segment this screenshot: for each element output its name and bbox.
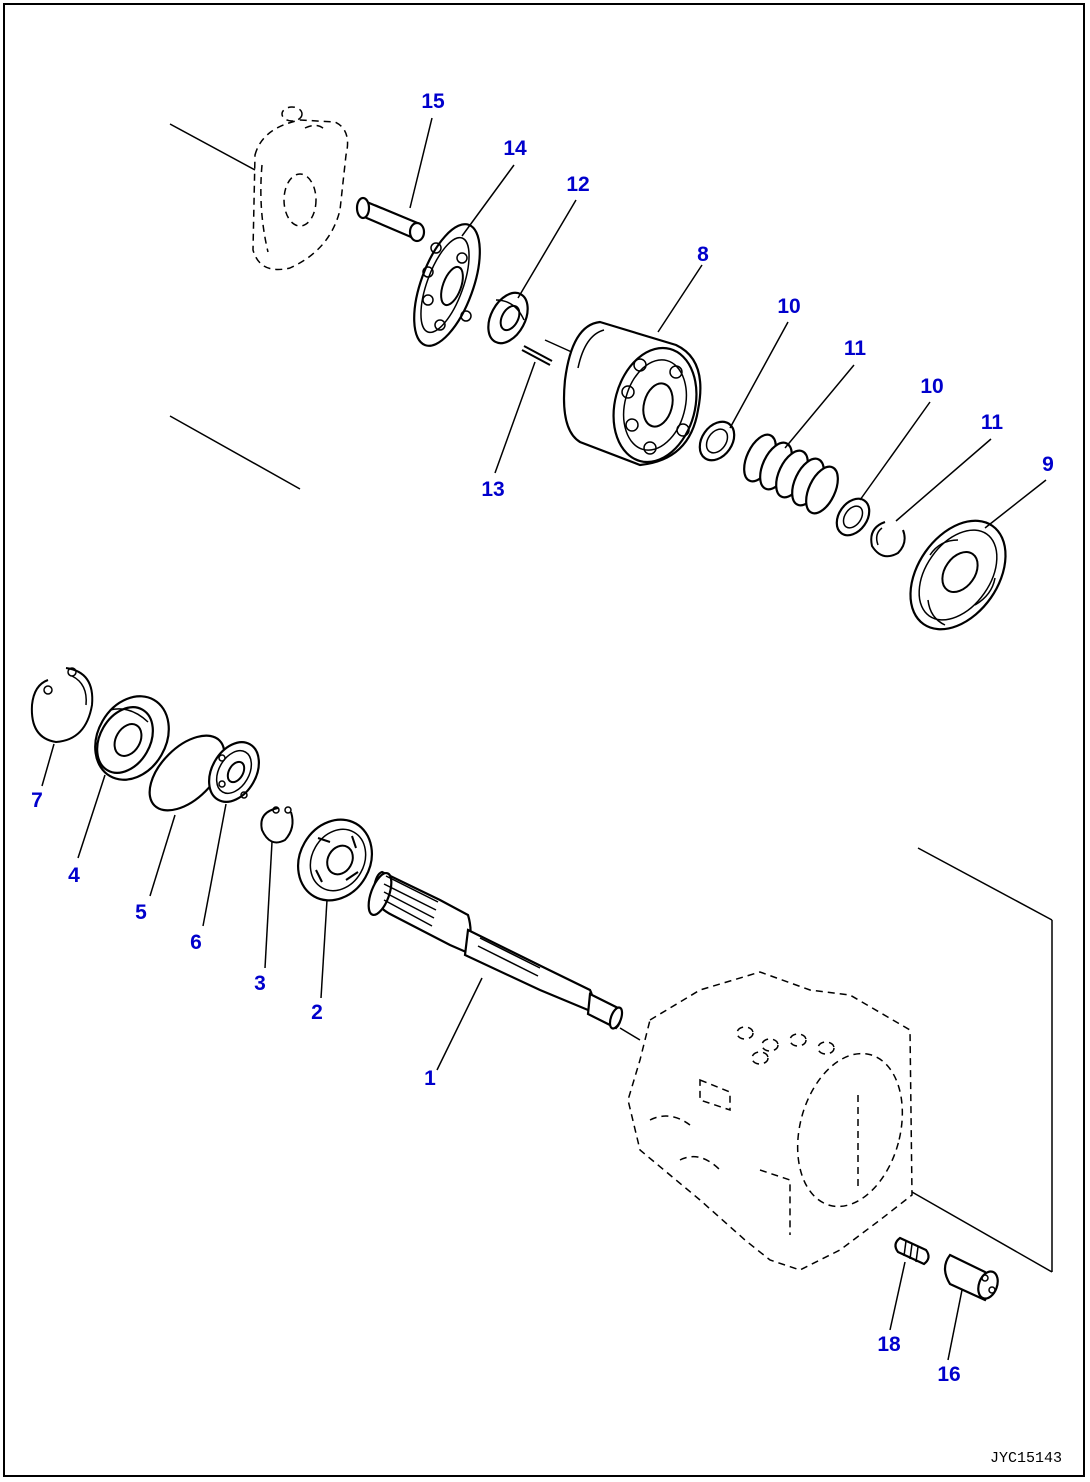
callout-5: 5 [135, 901, 147, 924]
callout-11: 11 [844, 337, 867, 360]
diagram-frame [3, 3, 1085, 1477]
swash-plate-housing-icon [252, 106, 349, 271]
pump-case-icon [627, 971, 913, 1271]
callout-labels: 15 14 12 8 10 11 10 11 9 13 7 4 5 6 3 2 … [31, 90, 1054, 1386]
pin-icon-18 [894, 1236, 930, 1266]
coil-spring-icon [743, 433, 839, 515]
callout-17: 16 [937, 1363, 960, 1386]
retainer-plate-icon [413, 223, 481, 347]
snap-ring-icon-7 [30, 667, 94, 744]
oil-seal-icon [94, 695, 170, 781]
callout-14: 13 [481, 478, 504, 501]
callout-18: 18 [877, 1333, 901, 1356]
leader-lines [41, 117, 1047, 1361]
callout-6: 6 [190, 931, 202, 954]
callout-4: 4 [68, 864, 80, 887]
callout-9: 9 [1042, 453, 1054, 476]
callout-13: 12 [566, 173, 589, 196]
cylinder-block-icon [562, 320, 702, 467]
drawing-id: JYC15143 [990, 1450, 1062, 1467]
callout-8: 8 [697, 243, 709, 266]
callout-16: 15 [421, 90, 445, 113]
piston-icon [355, 196, 426, 243]
bearing-cage-icon [297, 818, 373, 902]
spring-seat-icon-upper [698, 420, 736, 462]
snap-ring-icon-12 [870, 521, 906, 558]
plug-icon [943, 1253, 999, 1302]
callout-1: 1 [424, 1067, 436, 1090]
assembly-reference-lines [169, 123, 1053, 1273]
o-ring-icon [148, 734, 226, 812]
callout-10-upper: 10 [777, 295, 800, 318]
ball-bearing-icon [208, 741, 260, 803]
snap-ring-icon-3 [260, 806, 294, 844]
splined-shaft-icon [367, 870, 624, 1030]
spring-seat-icon-lower [835, 497, 871, 537]
callout-7: 7 [31, 789, 43, 812]
pin-icon-14 [521, 345, 553, 366]
callout-10-lower: 10 [920, 375, 943, 398]
valve-plate-icon [909, 519, 1007, 631]
callout-15: 14 [503, 137, 527, 160]
ball-guide-icon [487, 291, 529, 345]
callout-2: 2 [311, 1001, 323, 1024]
callout-12: 11 [981, 411, 1004, 434]
callout-3: 3 [254, 972, 266, 995]
